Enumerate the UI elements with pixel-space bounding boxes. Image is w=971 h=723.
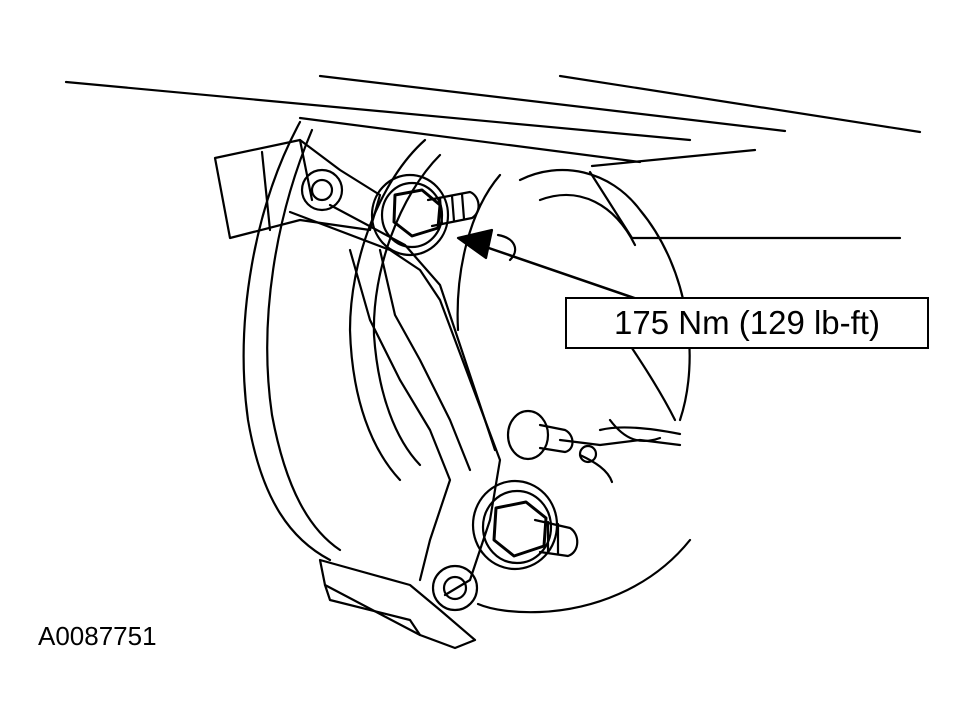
torque-callout-box: 175 Nm (129 lb-ft)	[565, 297, 929, 349]
torque-arrow	[456, 228, 642, 302]
upper-anchor-bolt	[370, 173, 480, 257]
vehicle-frame-lines	[64, 74, 922, 240]
torque-callout-label: 175 Nm (129 lb-ft)	[614, 304, 880, 341]
lower-anchor-bolt	[471, 479, 579, 571]
figure-id-label: A0087751	[38, 621, 157, 651]
brake-hose-fitting	[506, 409, 682, 484]
upper-caliper-mount	[213, 138, 382, 240]
anchor-bracket	[288, 203, 502, 650]
